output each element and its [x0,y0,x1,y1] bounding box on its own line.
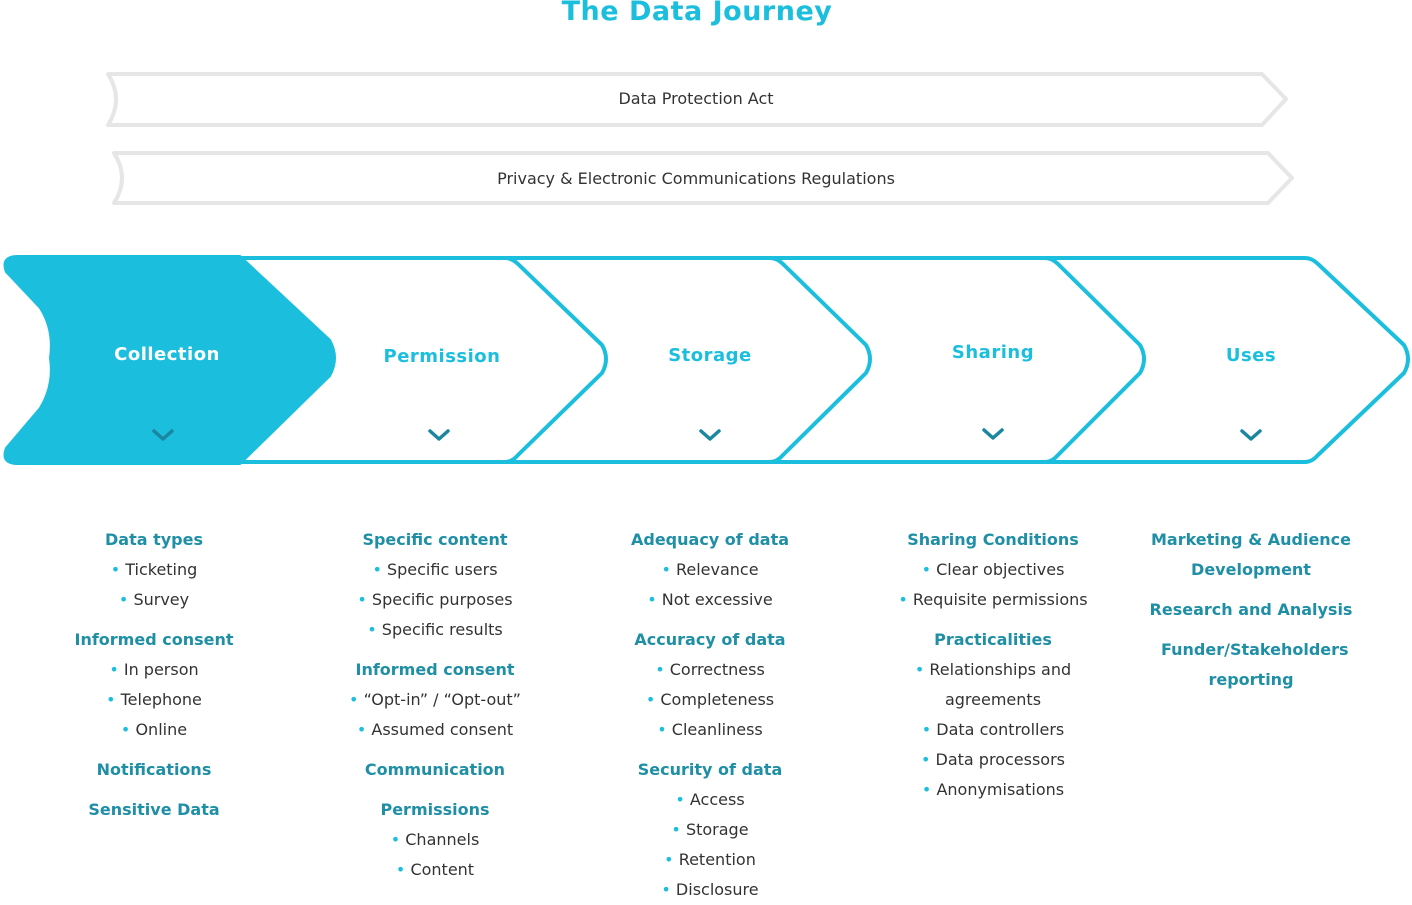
list-item: • Anonymisations [921,780,1065,799]
chevron-down-icon[interactable] [151,428,175,442]
list-item: • Channels [390,830,480,849]
list-item: • Online [120,720,188,739]
chevron-down-icon[interactable] [698,428,722,442]
list-item: • “Opt-in” / “Opt-out” [349,690,521,709]
stage-shape-uses[interactable] [1038,256,1410,464]
group-heading: Informed consent [74,630,234,649]
group-heading: Security of data [637,760,783,779]
stage-label-permission[interactable]: Permission [383,346,501,367]
group-heading: Specific content [362,530,508,549]
column-permission: Specific content • Specific users • Spec… [315,525,555,885]
page-title: The Data Journey [561,0,833,27]
band-data-protection-act [106,72,1288,127]
band-pecr [112,151,1294,205]
list-item: • Clear objectives [921,560,1065,579]
group-heading: Permissions [380,800,490,819]
list-item: • Relationships and agreements [914,660,1072,709]
stage-label-storage[interactable]: Storage [668,345,752,366]
column-uses: Marketing & Audience Development Researc… [1146,525,1356,695]
list-item: • Retention [664,850,756,869]
stage-label-uses[interactable]: Uses [1225,345,1277,366]
list-item: • Relevance [661,560,759,579]
group-heading: Accuracy of data [634,630,786,649]
group-heading: Funder/Stakeholders reporting [1161,640,1349,689]
list-item: • Data controllers [921,720,1065,739]
stage-label-sharing[interactable]: Sharing [951,342,1035,363]
list-item: • Telephone [106,690,202,709]
group-heading: Adequacy of data [630,530,790,549]
stage-shape-permission[interactable] [238,256,608,464]
group-heading: Sharing Conditions [907,530,1079,549]
group-heading: Research and Analysis [1149,600,1353,619]
group-heading: Notifications [96,760,212,779]
list-item: • Cleanliness [657,720,763,739]
list-item: • Disclosure [661,880,759,899]
stage-label-collection[interactable]: Collection [114,344,220,365]
list-item: • Not excessive [647,590,773,609]
group-heading: Data types [105,530,203,549]
chevron-down-icon[interactable] [427,428,451,442]
list-item: • Survey [118,590,190,609]
chevron-down-icon[interactable] [1239,428,1263,442]
group-heading: Informed consent [355,660,515,679]
column-storage: Adequacy of data • Relevance • Not exces… [600,525,820,905]
group-heading: Communication [364,760,506,779]
list-item: • Specific purposes [357,590,513,609]
column-sharing: Sharing Conditions • Clear objectives • … [868,525,1118,805]
list-item: • Ticketing [110,560,198,579]
list-item: • In person [109,660,199,679]
band-label-data-protection-act: Data Protection Act [618,89,774,108]
list-item: • Content [395,860,475,879]
band-label-pecr: Privacy & Electronic Communications Regu… [497,169,895,188]
column-collection: Data types • Ticketing • Survey Informed… [44,525,264,825]
chevron-down-icon[interactable] [981,427,1005,441]
group-heading: Marketing & Audience Development [1150,530,1352,579]
stage-shape-sharing[interactable] [768,256,1146,464]
list-item: • Completeness [645,690,775,709]
list-item: • Requisite permissions [898,590,1088,609]
list-item: • Correctness [655,660,765,679]
group-heading: Sensitive Data [88,800,220,819]
list-item: • Access [675,790,745,809]
list-item: • Specific results [367,620,503,639]
group-heading: Practicalities [934,630,1052,649]
list-item: • Specific users [372,560,498,579]
list-item: • Storage [671,820,749,839]
stage-shape-storage[interactable] [503,256,872,464]
list-item: • Assumed consent [356,720,514,739]
stage-shape-collection[interactable] [3,255,336,465]
list-item: • Data processors [920,750,1065,769]
